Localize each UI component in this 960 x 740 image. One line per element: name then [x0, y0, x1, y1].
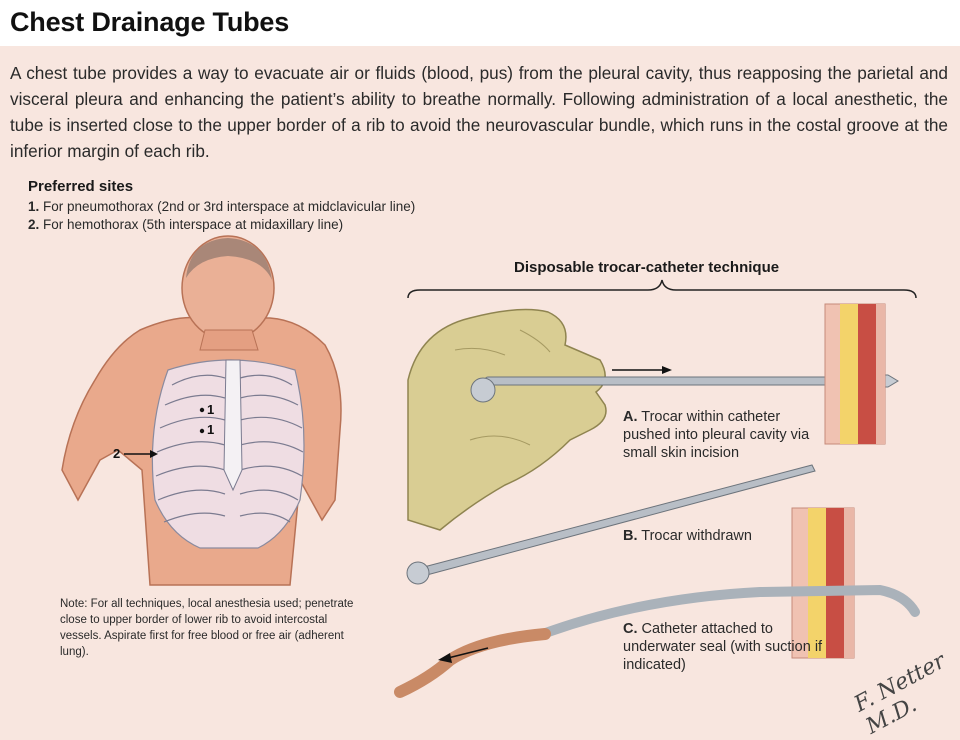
chest-wall-a	[824, 303, 886, 445]
title-bar: Chest Drainage Tubes	[0, 0, 960, 46]
push-arrowhead	[662, 366, 672, 374]
catheter	[535, 584, 920, 640]
drainage-tube	[394, 628, 551, 698]
step-b-caption: B. Trocar withdrawn	[623, 527, 823, 545]
site-1-dot-lower	[199, 428, 205, 434]
note-text: Note: For all techniques, local anesthes…	[60, 598, 354, 658]
site-2-marker: 2	[113, 446, 121, 461]
torso-figure	[61, 235, 342, 586]
step-c-illustration	[394, 507, 920, 698]
page-title: Chest Drainage Tubes	[10, 7, 290, 37]
step-c-caption: C. Catheter attached to underwater seal …	[623, 620, 823, 674]
drain-arrowhead	[438, 653, 452, 663]
step-letter: A.	[623, 409, 638, 425]
trocar-knob-a	[470, 377, 496, 403]
hand	[407, 308, 607, 531]
site-1-marker-lower: 1	[207, 422, 215, 437]
site-number: 1.	[28, 199, 40, 214]
drain-arrow	[447, 647, 489, 659]
ribs	[155, 374, 304, 523]
site-number: 2.	[28, 217, 40, 232]
step-text: Trocar withdrawn	[641, 528, 752, 544]
site-text: For pneumothorax (2nd or 3rd interspace …	[43, 199, 416, 214]
technique-title: Disposable trocar-catheter technique	[514, 259, 780, 276]
preferred-sites-heading: Preferred sites	[28, 178, 134, 195]
step-text: Trocar within catheter pushed into pleur…	[623, 409, 810, 461]
site-2-arrowhead	[150, 450, 158, 458]
site-1-dot-upper	[199, 407, 205, 413]
neck	[199, 329, 259, 351]
preferred-site-1: 1. For pneumothorax (2nd or 3rd interspa…	[28, 199, 415, 214]
step-letter: C.	[623, 621, 638, 637]
step-letter: B.	[623, 528, 638, 544]
step-b-illustration	[406, 464, 816, 585]
step-text: Catheter attached to underwater seal (wi…	[623, 621, 823, 673]
site-1-marker-upper: 1	[207, 402, 215, 417]
trocar-knob-b	[406, 561, 430, 585]
site-text: For hemothorax (5th interspace at midaxi…	[43, 217, 344, 232]
hand-creases	[454, 329, 551, 446]
technique-brace	[407, 279, 917, 299]
sternum	[223, 359, 243, 492]
step-a-illustration	[407, 303, 899, 531]
step-a-caption: A. Trocar within catheter pushed into pl…	[623, 408, 823, 462]
preferred-site-2: 2. For hemothorax (5th interspace at mid…	[28, 217, 343, 232]
trocar-shaft-a	[484, 376, 831, 386]
hair	[186, 238, 272, 280]
chest-wall-c	[791, 507, 855, 659]
intro-paragraph: A chest tube provides a way to evacuate …	[10, 63, 948, 161]
